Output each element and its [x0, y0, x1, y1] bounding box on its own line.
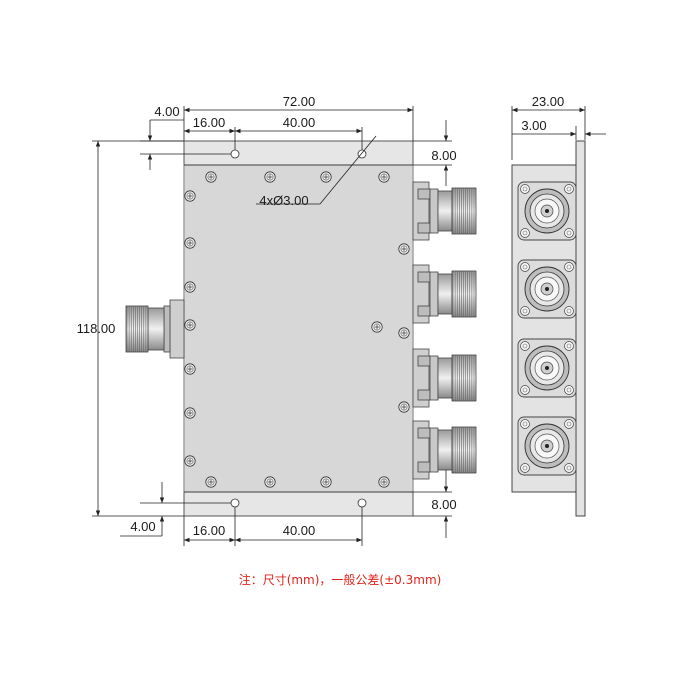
screw-icon: [320, 171, 332, 183]
screw-icon: [371, 321, 383, 333]
side-connector-face-2: [517, 259, 577, 319]
screw-icon: [378, 476, 390, 488]
screw-icon: [184, 407, 196, 419]
dim-hole-inset-bottom: 4.00: [130, 519, 155, 534]
screw-icon: [184, 363, 196, 375]
dim-side-depth: 23.00: [532, 94, 565, 109]
output-connector-1: [412, 181, 477, 241]
output-connector-3: [412, 348, 477, 408]
screw-icon: [205, 171, 217, 183]
mounting-hole-bottom-left: [230, 498, 240, 508]
dim-hole-offset-bottom: 16.00: [193, 523, 226, 538]
output-connector-4: [412, 420, 477, 480]
screw-icon: [320, 476, 332, 488]
side-connector-face-4: [517, 416, 577, 476]
screw-icon: [184, 281, 196, 293]
screw-icon: [184, 237, 196, 249]
dim-hole-offset-top: 16.00: [193, 115, 226, 130]
dim-overall-height: 118.00: [77, 321, 116, 336]
side-connector-face-3: [517, 338, 577, 398]
screw-icon: [264, 171, 276, 183]
dim-overall-width: 72.00: [283, 94, 316, 109]
dim-hole-spacing-top: 40.00: [283, 115, 316, 130]
screw-icon: [184, 455, 196, 467]
screw-icon: [398, 401, 410, 413]
cover-screws: [184, 171, 410, 488]
dim-hole-callout: 4xØ3.00: [259, 193, 308, 208]
dimension-lines: [92, 106, 452, 546]
dim-hole-inset-top: 4.00: [154, 104, 179, 119]
screw-icon: [378, 171, 390, 183]
dimension-labels: 72.00 16.00 40.00 4.00 118.00 4.00 16.00…: [77, 94, 565, 538]
dim-hole-spacing-bottom: 40.00: [283, 523, 316, 538]
screw-icon: [398, 327, 410, 339]
screw-icon: [184, 190, 196, 202]
dim-right-offset-bottom: 8.00: [431, 497, 456, 512]
side-view: [511, 106, 606, 517]
mounting-hole-top-left: [230, 149, 240, 159]
tolerance-note: 注：尺寸(mm)，一般公差(±0.3mm): [239, 572, 442, 587]
output-connector-2: [412, 264, 477, 324]
output-connectors: [412, 181, 477, 480]
screw-icon: [398, 243, 410, 255]
input-connector: [125, 299, 185, 359]
screw-icon: [184, 319, 196, 331]
screw-icon: [205, 476, 217, 488]
dim-side-flange: 3.00: [521, 118, 546, 133]
dim-right-offset-top: 8.00: [431, 148, 456, 163]
mounting-hole-bottom-right: [357, 498, 367, 508]
side-connector-face-1: [517, 181, 577, 241]
side-connector-faces: [517, 181, 577, 476]
front-view: [125, 140, 477, 517]
screw-icon: [264, 476, 276, 488]
